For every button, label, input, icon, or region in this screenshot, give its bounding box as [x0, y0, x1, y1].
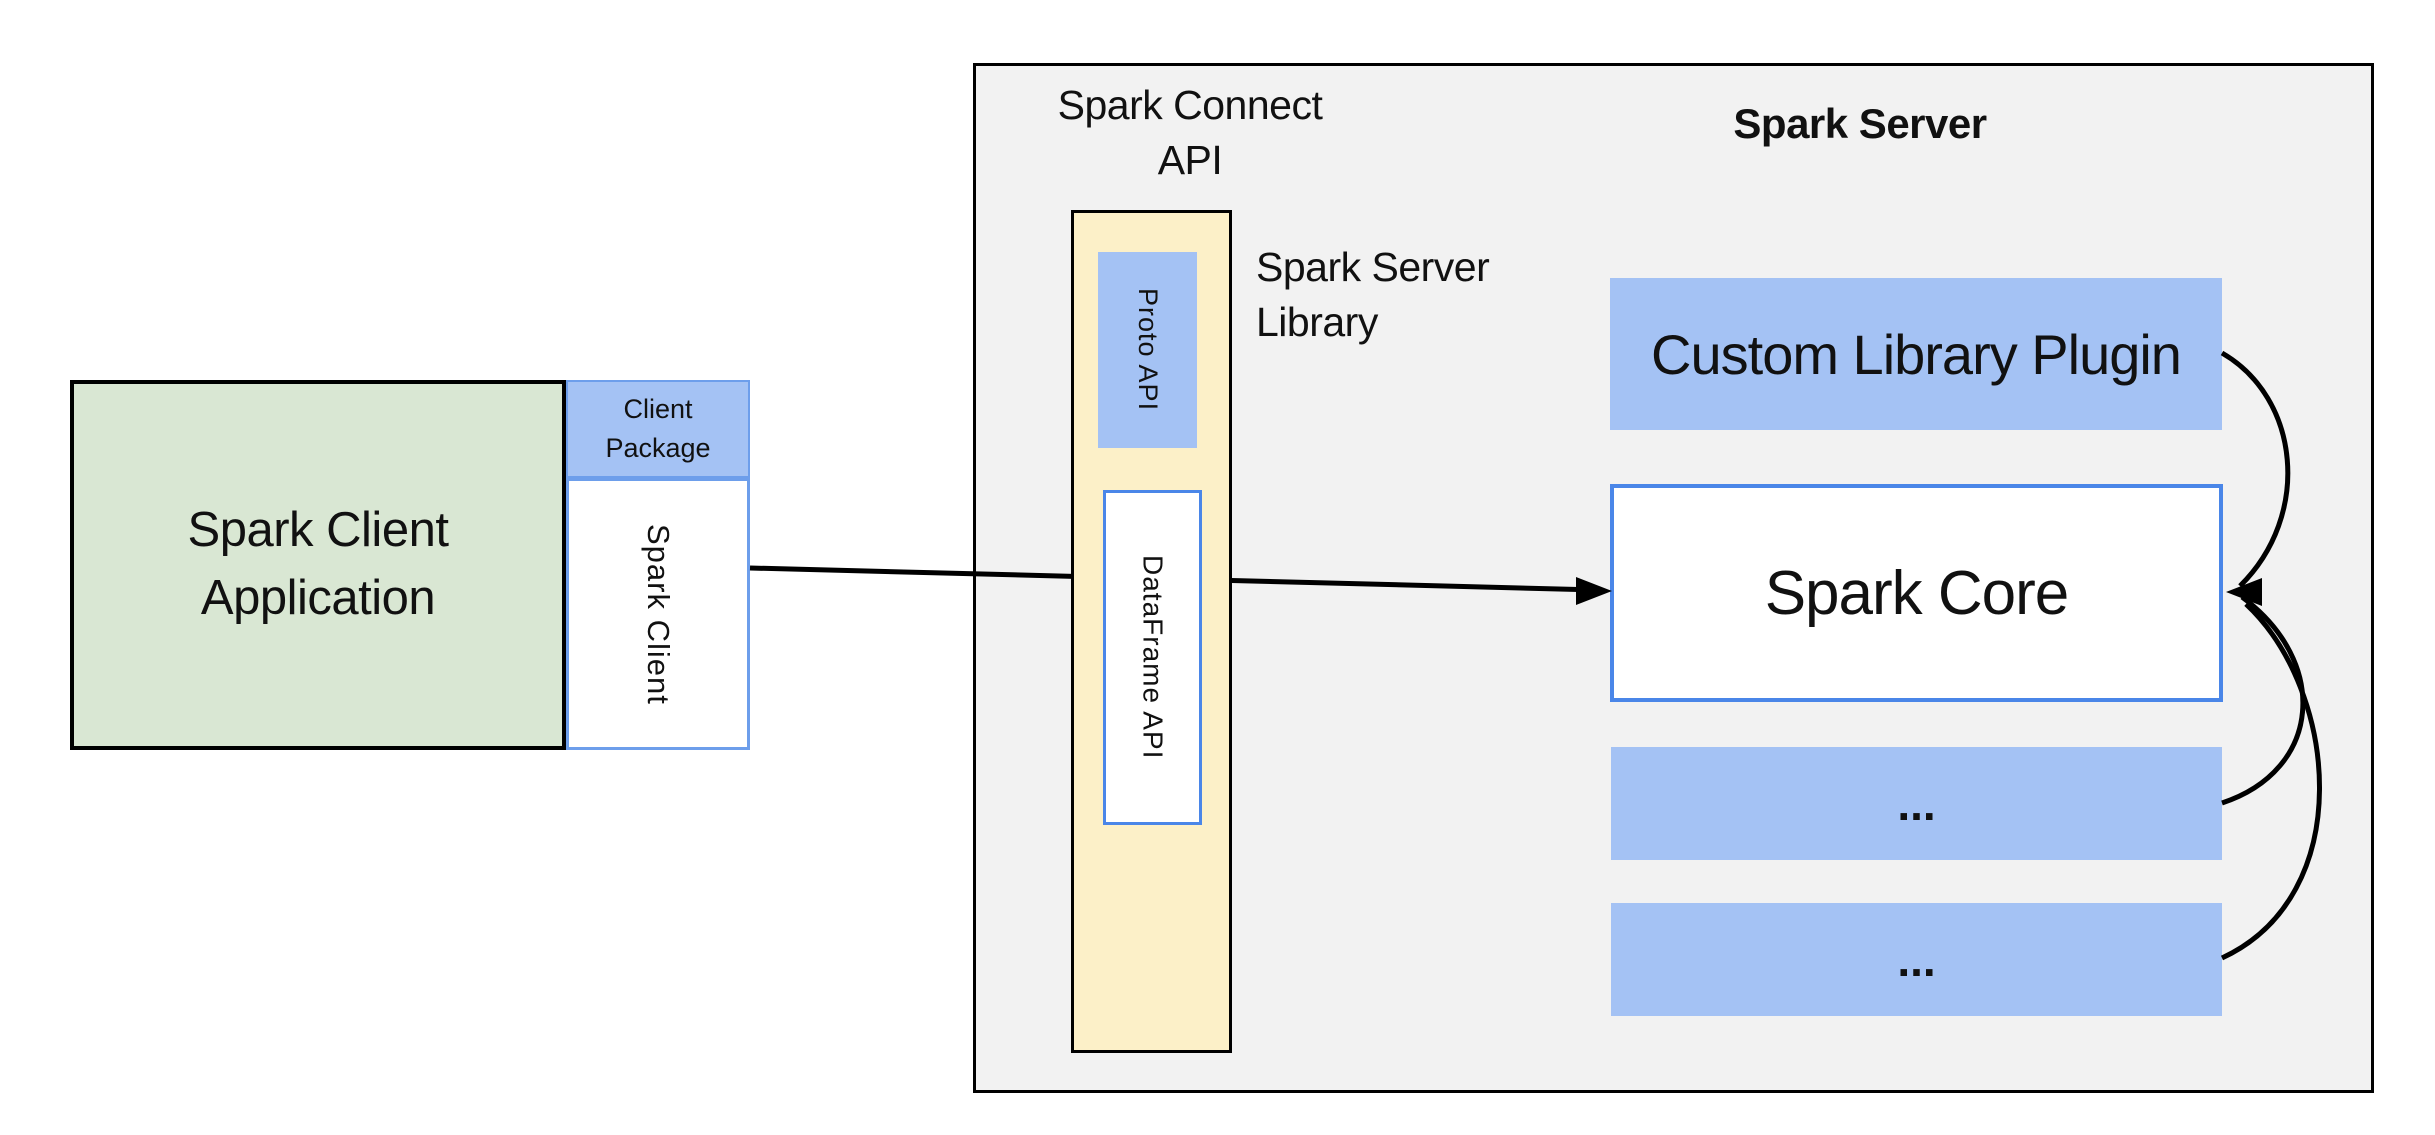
spark-core-node: Spark Core — [1610, 484, 2223, 702]
spark-client-application-line1: Spark Client — [187, 503, 449, 558]
client-package-line2: Package — [605, 433, 711, 463]
dataframe-api-label: DataFrame API — [1137, 555, 1169, 760]
spark-server-library-label-line1: Spark Server — [1256, 244, 1490, 290]
spark-server-library-label: Spark Server Library — [1256, 240, 1616, 351]
proto-api-label: Proto API — [1133, 288, 1163, 412]
spark-server-library-label-line2: Library — [1256, 299, 1378, 346]
spark-client-application-label: Spark Client Application — [188, 497, 449, 632]
dataframe-api-node: DataFrame API — [1103, 490, 1202, 825]
spark-client-application-node: Spark Client Application — [70, 380, 566, 750]
spark-connect-api-label-line2: API — [1157, 137, 1223, 184]
custom-library-plugin-node: Custom Library Plugin — [1610, 278, 2222, 430]
spark-server-title: Spark Server — [1733, 100, 1987, 147]
client-package-line1: Client — [623, 393, 693, 424]
spark-client-application-line2: Application — [200, 571, 436, 625]
more-plugins-top-node: ... — [1611, 747, 2222, 860]
more-plugins-bottom-node: ... — [1611, 903, 2222, 1016]
client-package-node: Client Package — [566, 380, 750, 478]
spark-connect-api-label-line1: Spark Connect — [1057, 82, 1323, 128]
spark-client-label: Spark Client — [641, 523, 676, 705]
spark-connect-api-column: Proto API DataFrame API — [1071, 210, 1232, 1053]
proto-api-node: Proto API — [1098, 252, 1197, 448]
client-package-label: Client Package — [605, 390, 710, 468]
spark-connect-api-label: Spark Connect API — [990, 78, 1390, 189]
spark-client-node: Spark Client — [566, 478, 750, 750]
